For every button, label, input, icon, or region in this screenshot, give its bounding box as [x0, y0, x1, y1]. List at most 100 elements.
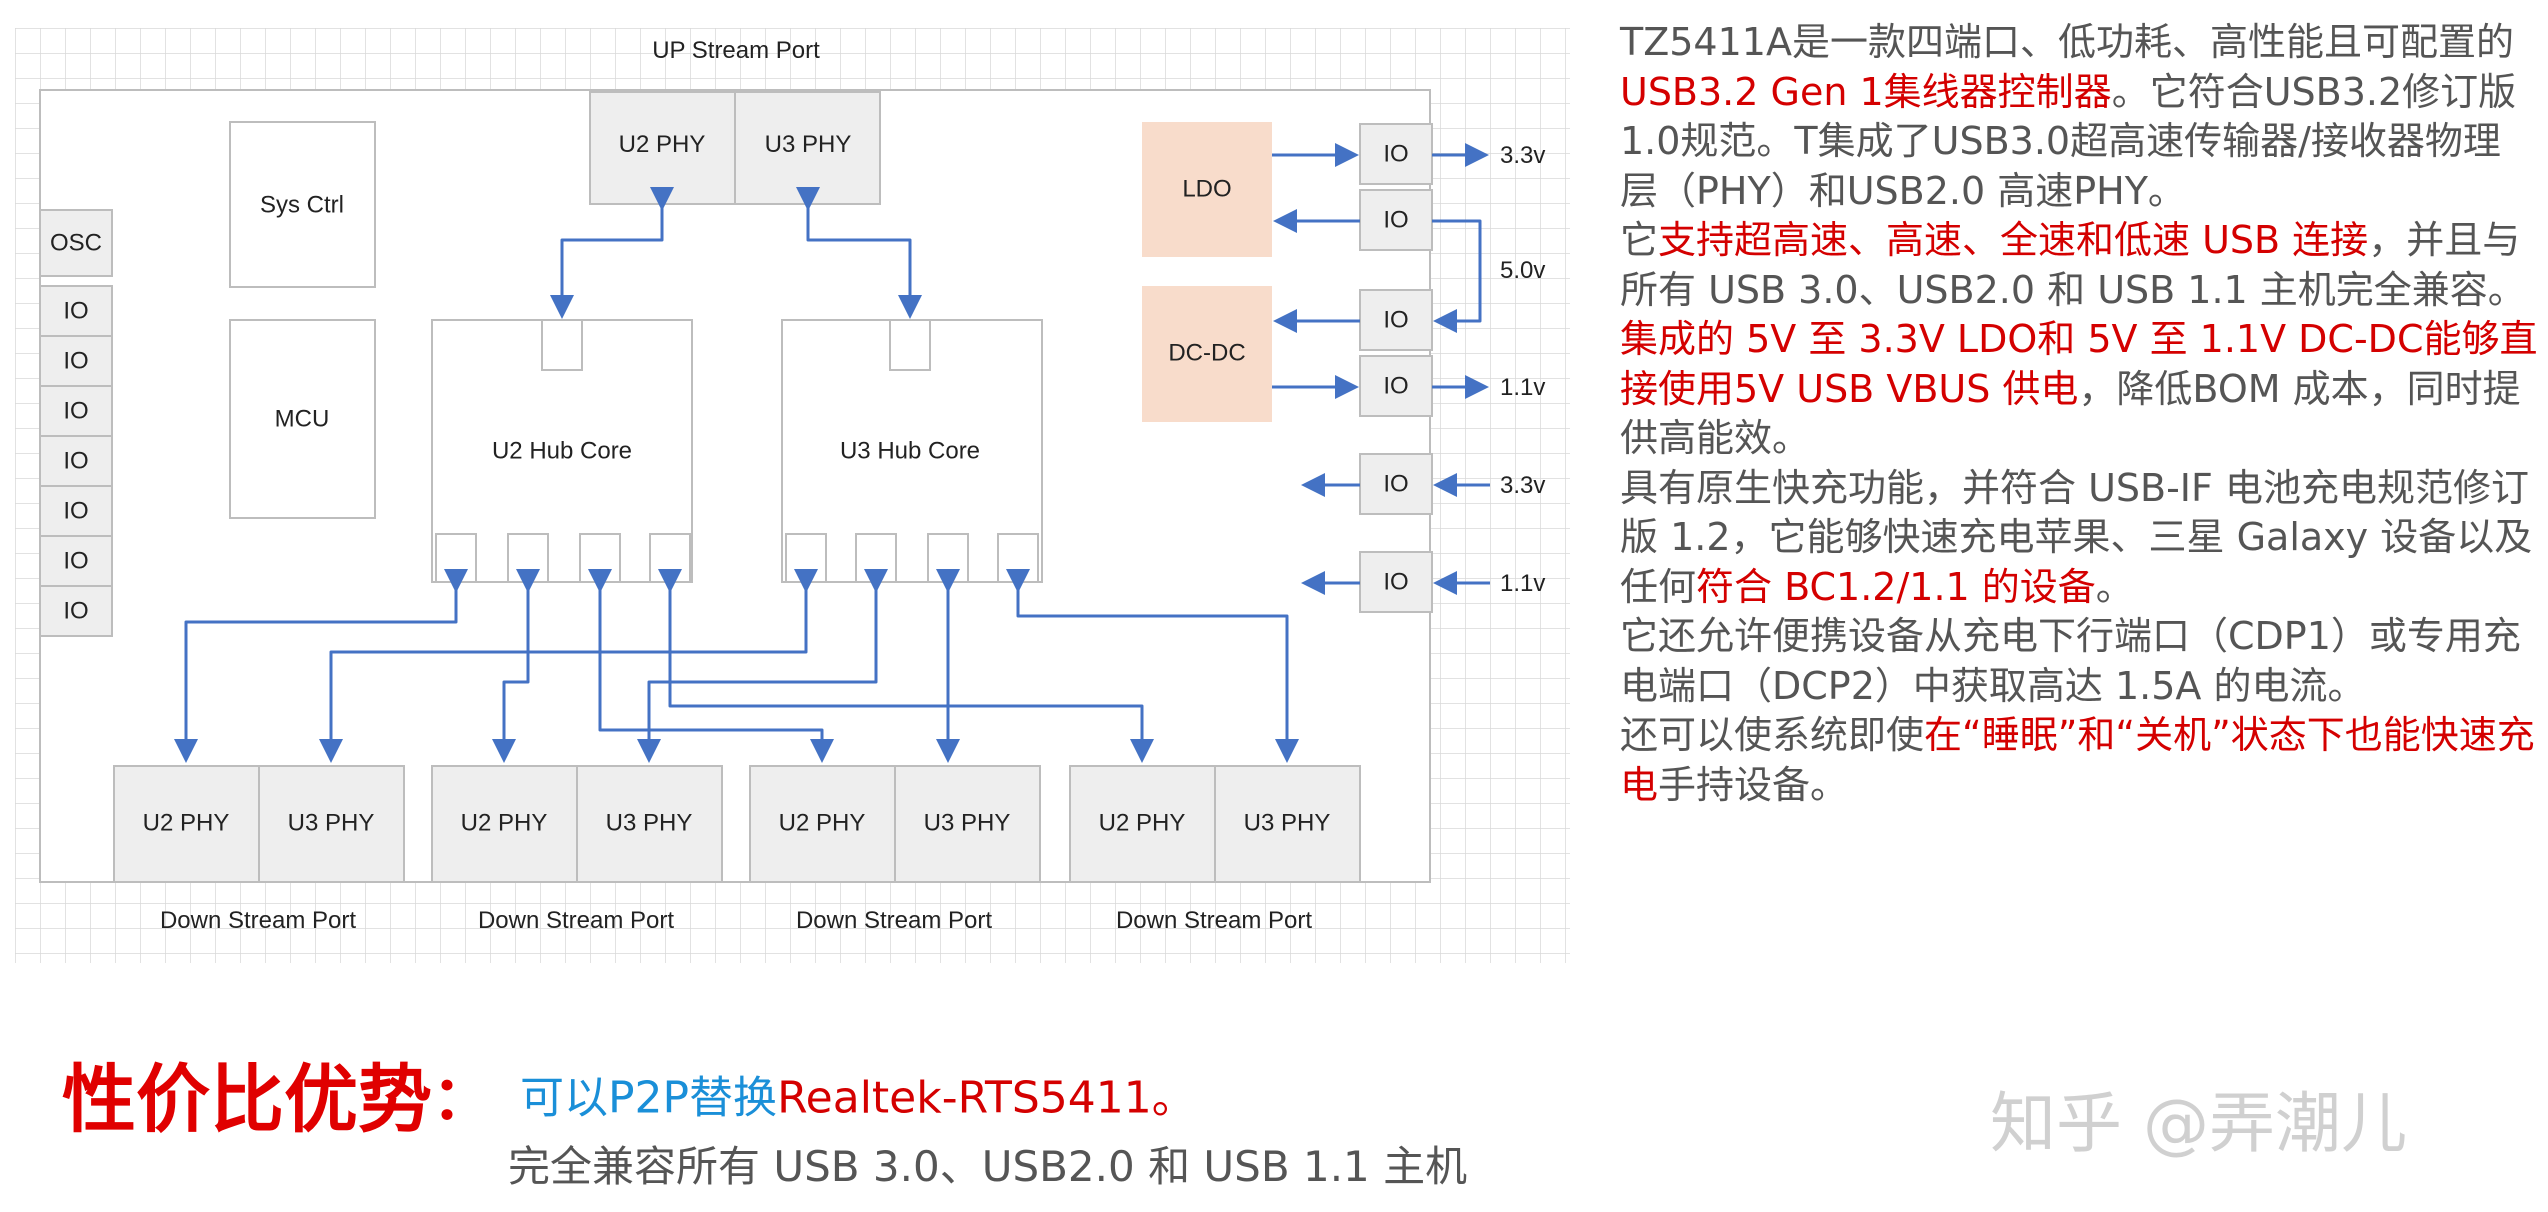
right-io-2	[1359, 189, 1433, 251]
desc-paragraph-2: 它支持超高速、高速、全速和低速 USB 连接，并且与所有 USB 3.0、USB…	[1620, 216, 2538, 315]
u3-hub-upstream-port	[889, 319, 931, 371]
downstream-u3-phy-label: U3 PHY	[924, 809, 1011, 836]
body-text: TZ5411A是一款四端口、低功耗、高性能且可配置的	[1620, 20, 2514, 64]
downstream-u3-phy-box	[894, 765, 1041, 883]
left-io-label: IO	[63, 497, 88, 524]
right-io-label: IO	[1383, 568, 1408, 595]
left-io-label: IO	[63, 297, 88, 324]
advantage-replace-text: 可以P2P替换	[520, 1072, 778, 1124]
desc-paragraph-4: 具有原生快充功能，并符合 USB-IF 电池充电规范修订版 1.2，它能够快速充…	[1620, 464, 2538, 613]
highlight-text: 符合 BC1.2/1.1 的设备	[1696, 564, 2096, 609]
highlight-text: 支持超高速、高速、全速和低速 USB 连接	[1658, 218, 2369, 262]
downstream-port-label: Down Stream Port	[160, 907, 356, 934]
desc-paragraph-1: TZ5411A是一款四端口、低功耗、高性能且可配置的 USB3.2 Gen 1集线…	[1620, 18, 2538, 216]
downstream-u3-phy-box	[576, 765, 723, 883]
body-text: 。它符合USB3.2修订版1.0规范。T集成了USB3.0超高速传输器/接收器物…	[1620, 69, 2517, 213]
ldo-box	[1142, 122, 1272, 257]
highlight-text: USB3.2 Gen 1集线器控制器	[1620, 69, 2112, 114]
downstream-port-label: Down Stream Port	[478, 907, 674, 934]
body-text: 它还允许便携设备从充电下行端口（CDP1）或专用充电端口（DCP2）中获取高达 …	[1620, 614, 2521, 708]
voltage-label-3v3-out: 3.3v	[1500, 142, 1545, 169]
downstream-u3-phy-label: U3 PHY	[288, 809, 375, 836]
u3-hub-port	[997, 533, 1039, 583]
desc-paragraph-6: 还可以使系统即使在“睡眠”和“关机”状态下也能快速充电手持设备。	[1620, 711, 2538, 810]
u2-hub-port	[435, 533, 477, 583]
downstream-port-label: Down Stream Port	[796, 907, 992, 934]
right-io-5	[1359, 453, 1433, 515]
ldo-label: LDO	[1182, 175, 1231, 202]
right-io-label: IO	[1383, 470, 1408, 497]
right-io-1	[1359, 123, 1433, 185]
downstream-port-label: Down Stream Port	[1116, 907, 1312, 934]
upstream-u3-phy-box	[734, 91, 881, 205]
downstream-phys: U2 PHY U3 PHY U2 PHY U3 PHY U2 PHY U3 PH…	[113, 765, 1361, 883]
usb-hub-block-diagram: UP Stream Port U2 PHY U3 PHY OSC IO IO I…	[15, 28, 1570, 963]
sys-ctrl-label: Sys Ctrl	[260, 191, 344, 218]
advantage-title: 性价比优势	[62, 1057, 432, 1143]
osc-label: OSC	[50, 229, 102, 256]
arrow-u3-port4-to-ds4-u3	[1006, 569, 1299, 763]
voltage-label-5v0-in: 5.0v	[1500, 257, 1545, 284]
voltage-label-1v1-out: 1.1v	[1500, 374, 1545, 401]
advantage-colon: ：	[432, 1064, 492, 1134]
left-io-3	[39, 385, 113, 437]
downstream-u2-phy-box	[113, 765, 260, 883]
product-description: TZ5411A是一款四端口、低功耗、高性能且可配置的 USB3.2 Gen 1集线…	[1620, 18, 2538, 810]
downstream-u2-phy-box	[431, 765, 578, 883]
arrow-5v0-bracket	[1432, 219, 1482, 333]
u3-hub-port	[855, 533, 897, 583]
advantage-realtek-text: Realtek-RTS5411。	[777, 1072, 1196, 1124]
left-io-label: IO	[63, 397, 88, 424]
right-io-label: IO	[1383, 372, 1408, 399]
left-io-label: IO	[63, 547, 88, 574]
arrow-u2-port2-to-ds2-u2	[492, 569, 540, 763]
u3-hub-core-label: U3 Hub Core	[840, 437, 980, 464]
downstream-u2-phy-box	[749, 765, 896, 883]
body-text: 手持设备。	[1658, 762, 1849, 807]
u2-hub-core-label: U2 Hub Core	[492, 437, 632, 464]
downstream-u3-phy-box	[1214, 765, 1361, 883]
body-text: ，降低BOM 成本，同时提供高能效。	[1620, 366, 2521, 461]
zhihu-watermark: 知乎 @弄潮儿	[1990, 1085, 2407, 1162]
mcu-box	[229, 319, 376, 519]
left-io-column: IO IO IO IO IO IO IO	[39, 285, 113, 637]
left-io-5	[39, 485, 113, 537]
desc-paragraph-3: 集成的 5V 至 3.3V LDO和 5V 至 1.1V DC-DC能够直接使用…	[1620, 315, 2538, 464]
downstream-u3-phy-box	[258, 765, 405, 883]
dcdc-box	[1142, 286, 1272, 422]
body-text: 具有原生快充功能，并符合 USB-IF 电池充电规范修订版 1.2，它能够快速充…	[1620, 465, 2533, 609]
u3-hub-port	[927, 533, 969, 583]
price-advantage: 性价比优势： 可以P2P替换Realtek-RTS5411。	[62, 1040, 1196, 1147]
body-text: ，并且与所有 USB 3.0、USB2.0 和 USB 1.1 主机完全兼容。	[1620, 218, 2526, 312]
body-text: 它	[1620, 218, 1659, 262]
left-io-label: IO	[63, 447, 88, 474]
left-io-label: IO	[63, 347, 88, 374]
body-text: 还可以使系统即使	[1620, 713, 1925, 757]
u2-hub-port	[507, 533, 549, 583]
voltage-label-3v3-in: 3.3v	[1500, 472, 1545, 499]
left-io-4	[39, 435, 113, 487]
u2-hub-port	[579, 533, 621, 583]
mcu-label: MCU	[275, 405, 330, 432]
downstream-u2-phy-label: U2 PHY	[143, 809, 230, 836]
right-io-column: IO IO IO IO IO IO	[1359, 123, 1433, 613]
downstream-u2-phy-label: U2 PHY	[461, 809, 548, 836]
left-io-6	[39, 535, 113, 587]
upstream-u3-phy-label: U3 PHY	[765, 131, 852, 158]
downstream-u2-phy-label: U2 PHY	[1099, 809, 1186, 836]
sys-ctrl-box	[229, 121, 376, 288]
highlight-text: 在“睡眠”和“关机”状态下也能快速充电	[1620, 713, 2535, 807]
arrow-upstream-u2	[550, 187, 674, 319]
upstream-port-label: UP Stream Port	[652, 37, 820, 64]
osc-box	[39, 209, 113, 277]
advantage-line-1: 可以P2P替换Realtek-RTS5411。	[520, 1073, 1196, 1124]
downstream-u2-phy-box	[1069, 765, 1216, 883]
connection-arrows	[174, 143, 1490, 763]
downstream-u3-phy-label: U3 PHY	[1244, 809, 1331, 836]
dcdc-label: DC-DC	[1168, 339, 1245, 366]
body-text: 。	[2095, 564, 2134, 609]
right-io-4	[1359, 355, 1433, 417]
upstream-u2-phy-box	[589, 91, 736, 205]
u2-hub-port	[649, 533, 691, 583]
u3-hub-port	[785, 533, 827, 583]
